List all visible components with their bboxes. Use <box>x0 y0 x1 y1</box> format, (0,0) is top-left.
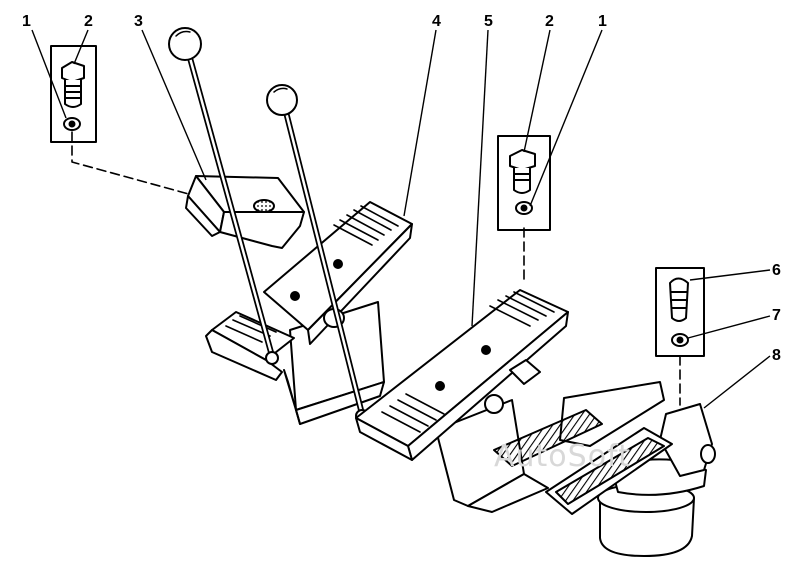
bolt-head-left <box>61 61 85 83</box>
leader-lines <box>31 29 771 409</box>
callout-4: 4 <box>432 13 441 30</box>
lever-knob-right <box>266 84 298 116</box>
fastener-inset-right <box>655 267 705 357</box>
valve-pedal-pad <box>493 409 603 467</box>
callout-8: 8 <box>772 347 781 364</box>
bolt-shank-left <box>64 79 82 108</box>
fastener-inset-middle <box>497 135 551 231</box>
callout-2-right: 2 <box>545 13 554 30</box>
callout-2-left: 2 <box>84 13 93 30</box>
bolt-head-middle <box>509 149 536 171</box>
watermark: AutoSoft <box>494 439 631 474</box>
pedal-assembly-right <box>355 289 569 513</box>
callout-labels: 1 2 3 4 5 2 1 6 7 8 <box>22 13 781 364</box>
callout-1-right: 1 <box>598 13 607 30</box>
lever-knob-left <box>168 27 202 61</box>
callout-1-left: 1 <box>22 13 31 30</box>
control-lever-left <box>168 27 279 365</box>
callout-7: 7 <box>772 307 781 324</box>
assembly-lines <box>71 131 681 406</box>
callout-6: 6 <box>772 262 781 279</box>
fastener-inset-left <box>50 45 97 143</box>
brake-valve <box>493 381 716 557</box>
pedal-assembly-left <box>185 175 413 425</box>
callout-5: 5 <box>484 13 493 30</box>
callout-3: 3 <box>134 13 143 30</box>
